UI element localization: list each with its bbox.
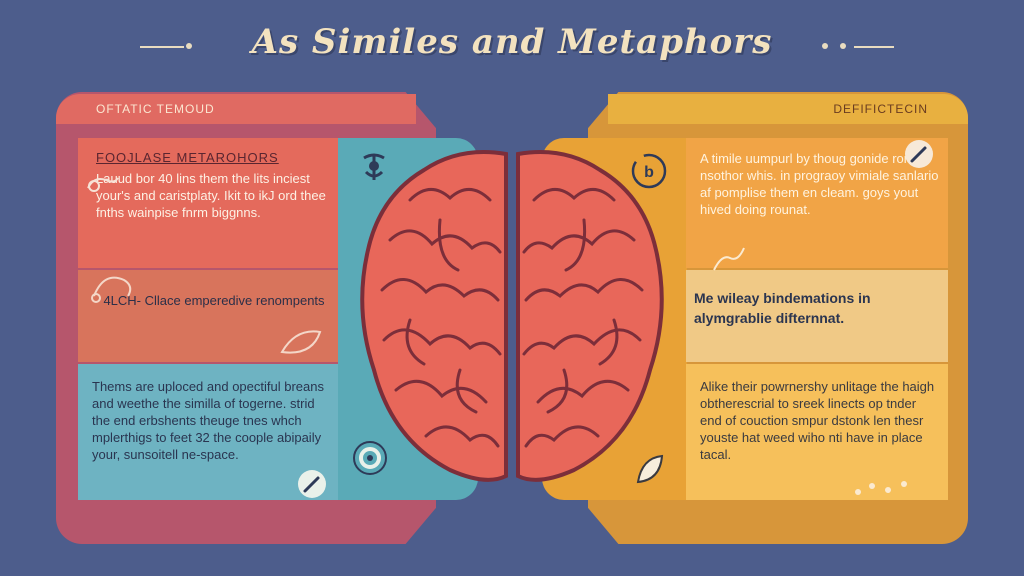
pen-icon-right (905, 140, 933, 168)
title-decoration-left-dot (186, 43, 192, 49)
right-doodle-dots-icon (855, 481, 907, 495)
biology-icon (363, 153, 385, 180)
pen-icon (298, 470, 326, 498)
left-doodle-leaf-icon (280, 330, 322, 354)
right-box-1 (686, 138, 948, 268)
right-box-3 (686, 364, 948, 500)
title-decoration-left-line (140, 46, 184, 48)
svg-text:b: b (644, 164, 654, 181)
left-box-1-title: FOOJLASE METAROHORS (96, 150, 279, 165)
right-box-2 (686, 270, 948, 362)
left-panel-header: OFTATIC TEMOUD (56, 94, 416, 124)
left-doodle-critter-icon (87, 177, 119, 192)
left-box-3 (78, 364, 340, 500)
title-decoration-right-dot-2 (840, 43, 846, 49)
right-doodle-leaf-icon (636, 454, 664, 484)
left-box-1 (78, 138, 340, 268)
right-box-2-text: Me wileay bindemations in alymgrablie di… (694, 290, 871, 326)
letter-b-icon: b (631, 153, 667, 189)
title-decoration-right-line (854, 46, 894, 48)
left-doodle-arrow-icon (91, 276, 132, 303)
brain-illustration (360, 150, 664, 482)
right-panel-header: DEFIFICTECIN (608, 94, 968, 124)
left-box-2-text: 4LCH- Cllace emperedive renompents (103, 293, 325, 308)
right-box-1-text: A timile uumpurl by thoug gonide ronod n… (700, 151, 939, 217)
right-doodle-sprout-icon (713, 247, 745, 271)
title-decoration-right-dot-1 (822, 43, 828, 49)
left-box-2 (78, 270, 340, 362)
page-title: As Similes and Metaphors (251, 22, 773, 62)
right-box-3-text: Alike their powrnershy unlitage the haig… (700, 379, 935, 462)
flower-icon (353, 441, 387, 475)
left-box-3-text: Thems are uploced and opectiful breans a… (92, 379, 324, 462)
left-box-1-text: Lauud bor 40 lins them the lits inciest … (96, 171, 326, 220)
